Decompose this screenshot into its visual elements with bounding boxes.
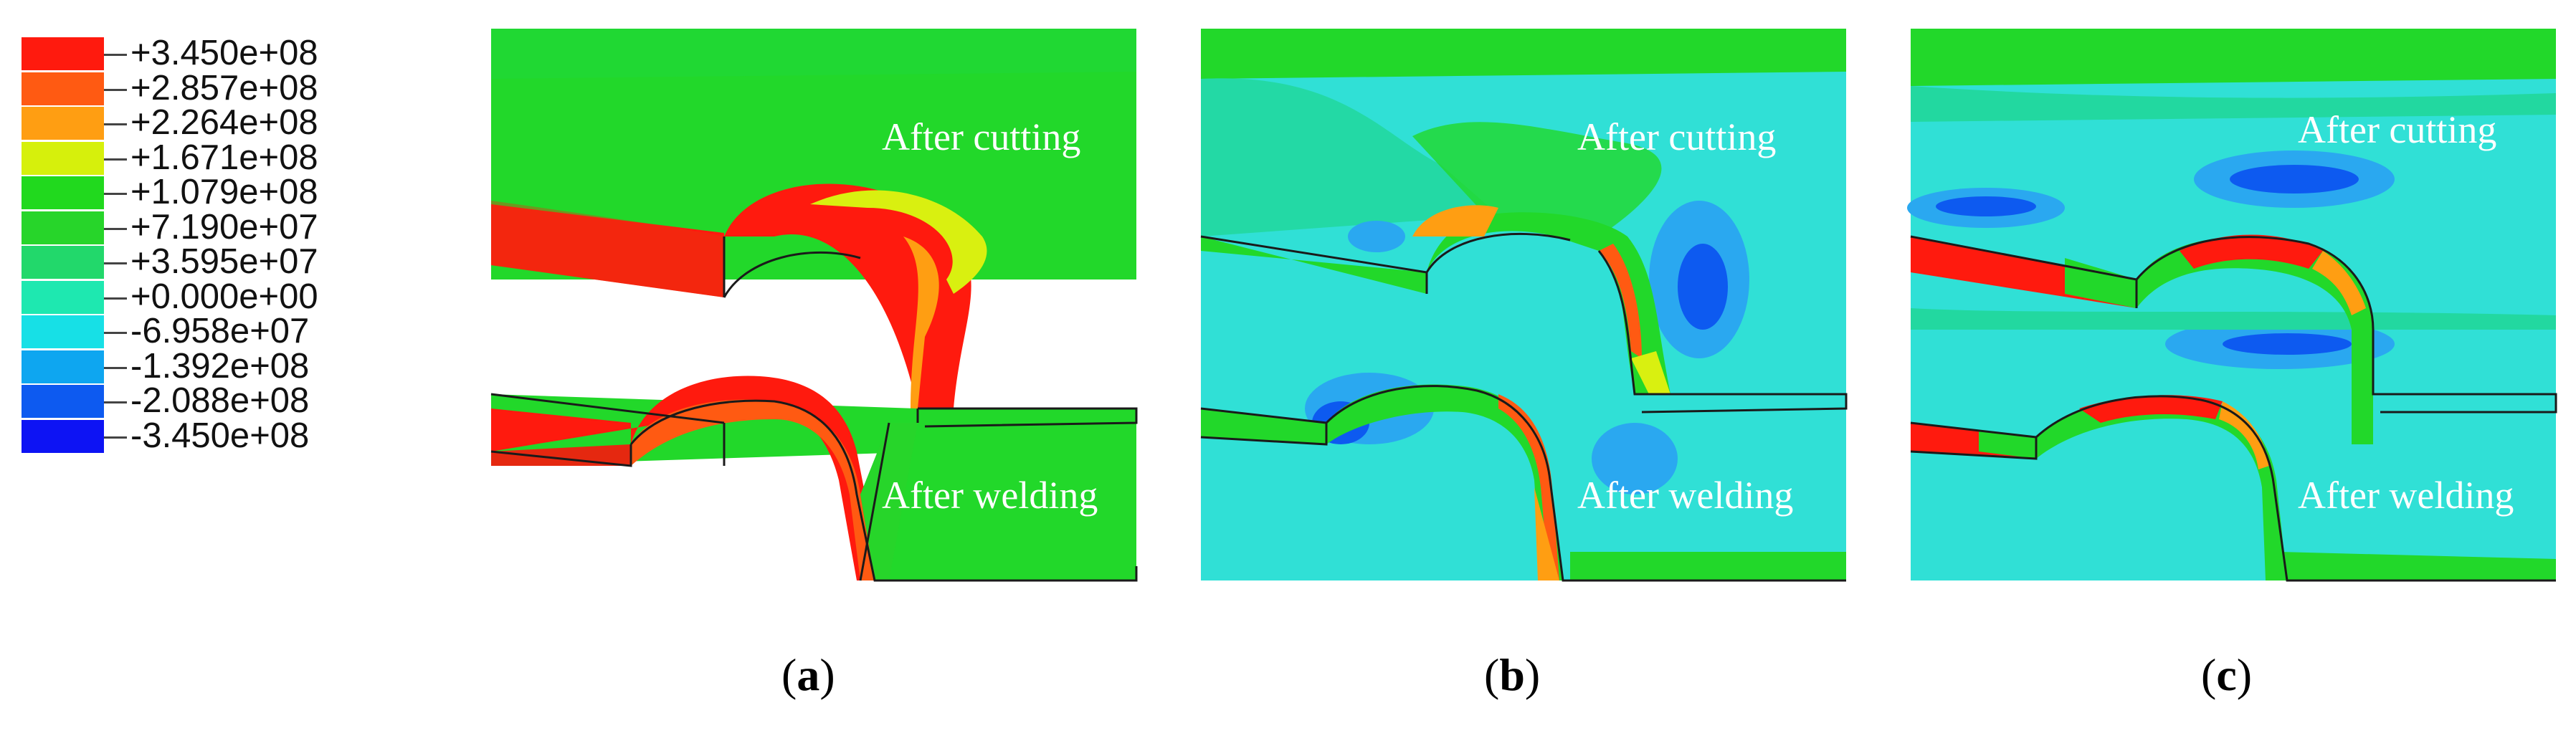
legend-swatch: [22, 176, 104, 209]
caption-b-open: (: [1484, 649, 1500, 700]
stress-contour-b: [1200, 29, 1848, 582]
panel-c: After cutting After welding: [1907, 22, 2567, 609]
legend-label: +3.595e+07: [130, 242, 318, 281]
legend-tick: [104, 332, 127, 334]
legend-swatch: [22, 315, 104, 348]
legend-swatch: [22, 211, 104, 244]
caption-c-letter: c: [2216, 649, 2237, 700]
legend-swatch: [22, 350, 104, 383]
after-cutting-label-c: After cutting: [2298, 108, 2497, 151]
stress-contour-a: [490, 29, 1138, 582]
legend-swatch: [22, 280, 104, 314]
legend-tick: [104, 262, 127, 264]
caption-b-close: ): [1524, 649, 1541, 700]
after-cutting-label-a: After cutting: [882, 115, 1081, 158]
legend-swatch: [22, 72, 104, 105]
legend-label: +1.671e+08: [130, 138, 318, 177]
legend-label: +2.857e+08: [130, 68, 318, 108]
after-welding-label-a: After welding: [882, 474, 1098, 517]
caption-a: (a): [781, 649, 835, 702]
legend-tick: [104, 158, 127, 161]
legend-label: +7.190e+07: [130, 207, 318, 247]
legend-tick: [104, 436, 127, 439]
legend-tick: [104, 227, 127, 230]
legend-tick: [104, 401, 127, 403]
legend-swatch: [22, 385, 104, 418]
legend-label: -6.958e+07: [130, 312, 310, 350]
legend-label: +0.000e+00: [130, 277, 318, 316]
legend-tick: [104, 54, 127, 56]
legend-swatch: [22, 37, 104, 70]
caption-a-close: ): [819, 649, 835, 700]
caption-c-close: ): [2236, 649, 2253, 700]
after-cutting-label-b: After cutting: [1577, 115, 1777, 158]
legend-swatch: [22, 141, 104, 175]
after-welding-label-b: After welding: [1577, 474, 1794, 517]
caption-a-letter: a: [797, 649, 820, 700]
caption-b-letter: b: [1499, 649, 1525, 700]
legend-tick: [104, 193, 127, 195]
legend-label: +1.079e+08: [130, 173, 318, 211]
legend-tick: [104, 366, 127, 369]
legend-label: -1.392e+08: [130, 346, 310, 386]
legend-label: -2.088e+08: [130, 381, 310, 420]
legend-tick: [104, 123, 127, 125]
legend-label: +3.450e+08: [130, 34, 318, 72]
stress-contour-c: [1907, 29, 2557, 582]
panel-b: After cutting After welding: [1197, 22, 1857, 609]
legend-swatch: [22, 107, 104, 140]
caption-c-open: (: [2201, 649, 2217, 700]
legend-swatch: [22, 246, 104, 279]
legend-swatch: [22, 419, 104, 453]
caption-a-open: (: [781, 649, 797, 700]
legend-tick: [104, 88, 127, 91]
color-legend: +3.450e+08+2.857e+08+2.264e+08+1.671e+08…: [22, 34, 452, 493]
legend-label: +2.264e+08: [130, 103, 318, 142]
panel-a: After cutting After welding: [488, 22, 1147, 609]
legend-label: -3.450e+08: [130, 416, 310, 455]
caption-c: (c): [2201, 649, 2252, 702]
caption-b: (b): [1484, 649, 1540, 702]
after-welding-label-c: After welding: [2298, 474, 2514, 517]
legend-tick: [104, 297, 127, 300]
